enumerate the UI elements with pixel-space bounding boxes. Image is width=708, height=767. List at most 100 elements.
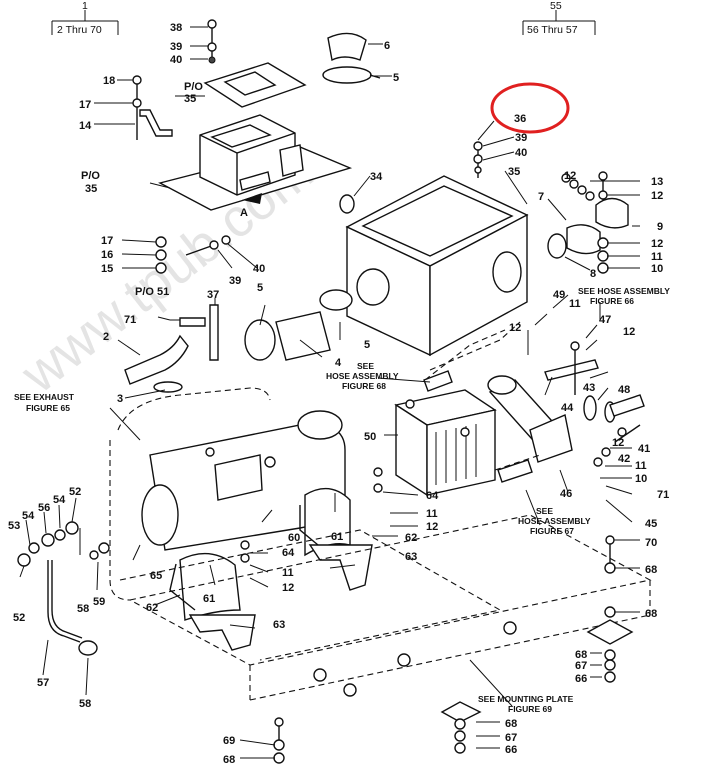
label-66: 66	[575, 673, 587, 685]
left-hoses	[124, 289, 353, 393]
label-71: 71	[657, 489, 669, 501]
label-9: 9	[657, 221, 663, 233]
label-17: 17	[79, 99, 91, 111]
label-49: 49	[553, 289, 565, 301]
label-58: 58	[77, 603, 89, 615]
label-47: 47	[599, 314, 611, 326]
label-po: P/O	[184, 81, 203, 93]
ref-mounting-line2: FIGURE 69	[508, 704, 552, 714]
leader-lines	[19, 26, 640, 759]
label-40: 40	[253, 263, 265, 275]
hose-routing	[423, 321, 645, 483]
label-68: 68	[645, 564, 657, 576]
label-po: P/O	[81, 170, 100, 182]
label-5: 5	[364, 339, 370, 351]
upper-flange	[203, 19, 307, 108]
battery	[394, 389, 497, 497]
ref-hose-66-line2: FIGURE 66	[590, 296, 634, 306]
label-71: 71	[124, 314, 136, 326]
label-64: 64	[426, 490, 439, 502]
label-41: 41	[638, 443, 650, 455]
small-hardware-left	[155, 235, 231, 274]
figure-references: SEE HOSE ASSEMBLY FIGURE 66 SEE HOSE ASS…	[14, 286, 670, 714]
label-66: 66	[505, 744, 517, 756]
label-34: 34	[370, 171, 383, 183]
label-12: 12	[564, 170, 576, 182]
label-12: 12	[426, 521, 438, 533]
exhaust-hardware	[17, 521, 110, 656]
label-43: 43	[583, 382, 595, 394]
label-54: 54	[22, 510, 35, 522]
label-17: 17	[101, 235, 113, 247]
label-13: 13	[651, 176, 663, 188]
part-labels: 38 39 40 6 5 18 P/O 35 17 14 36 39 40 35…	[8, 22, 669, 766]
ref-mounting-line1: SEE MOUNTING PLATE	[478, 694, 574, 704]
label-60: 60	[288, 532, 300, 544]
label-15: 15	[101, 263, 113, 275]
label-68: 68	[223, 754, 235, 766]
label-a: A	[240, 207, 248, 219]
label-64: 64	[282, 547, 295, 559]
label-11: 11	[426, 508, 438, 520]
mounting-plate	[119, 514, 652, 701]
label-61: 61	[203, 593, 215, 605]
ref-hose-68-line2: HOSE ASSEMBLY	[326, 371, 399, 381]
label-39: 39	[229, 275, 241, 287]
label-68: 68	[505, 718, 517, 730]
label-45: 45	[645, 518, 657, 530]
label-63: 63	[273, 619, 285, 631]
label-12: 12	[651, 190, 663, 202]
label-69: 69	[223, 735, 235, 747]
label-54: 54	[53, 494, 66, 506]
ref-exhaust-line1: SEE EXHAUST	[14, 392, 75, 402]
label-8: 8	[590, 268, 596, 280]
label-12: 12	[509, 322, 521, 334]
label-po-51: P/O 51	[135, 286, 169, 298]
header-right-top: 55	[550, 0, 562, 12]
ref-exhaust-line2: FIGURE 65	[26, 403, 70, 413]
main-box	[339, 141, 529, 357]
header-left-top: 1	[82, 0, 88, 12]
label-39: 39	[515, 132, 527, 144]
label-5: 5	[393, 72, 399, 84]
highlight-circle	[490, 82, 570, 134]
label-68: 68	[575, 649, 587, 661]
clamp-and-hose-top	[322, 32, 381, 84]
heater-body	[109, 387, 346, 601]
label-11: 11	[635, 460, 647, 472]
label-12: 12	[612, 437, 624, 449]
label-52: 52	[69, 486, 81, 498]
label-62: 62	[146, 602, 158, 614]
label-11: 11	[282, 567, 294, 579]
bracket-14	[132, 75, 173, 140]
label-61: 61	[331, 531, 343, 543]
ref-hose-67-line1: SEE	[536, 506, 553, 516]
label-38: 38	[170, 22, 182, 34]
label-52: 52	[13, 612, 25, 624]
header-right-bracket: 55 56 Thru 57	[522, 0, 596, 36]
label-16: 16	[101, 249, 113, 261]
label-42: 42	[618, 453, 630, 465]
label-10: 10	[651, 263, 663, 275]
label-39: 39	[170, 41, 182, 53]
label-10: 10	[635, 473, 647, 485]
label-6: 6	[384, 40, 390, 52]
label-18: 18	[103, 75, 115, 87]
label-12: 12	[282, 582, 294, 594]
label-11: 11	[651, 251, 663, 263]
label-7: 7	[538, 191, 544, 203]
pump-assembly	[487, 341, 641, 467]
label-37: 37	[207, 289, 219, 301]
label-67: 67	[505, 732, 517, 744]
label-57: 57	[37, 677, 49, 689]
label-58: 58	[79, 698, 91, 710]
label-46: 46	[560, 488, 572, 500]
label-40: 40	[515, 147, 527, 159]
label-35: 35	[508, 166, 520, 178]
label-35: 35	[85, 183, 97, 195]
header-left-bracket: 1 2 Thru 70	[51, 0, 119, 36]
label-40: 40	[170, 54, 182, 66]
label-35: 35	[184, 93, 196, 105]
